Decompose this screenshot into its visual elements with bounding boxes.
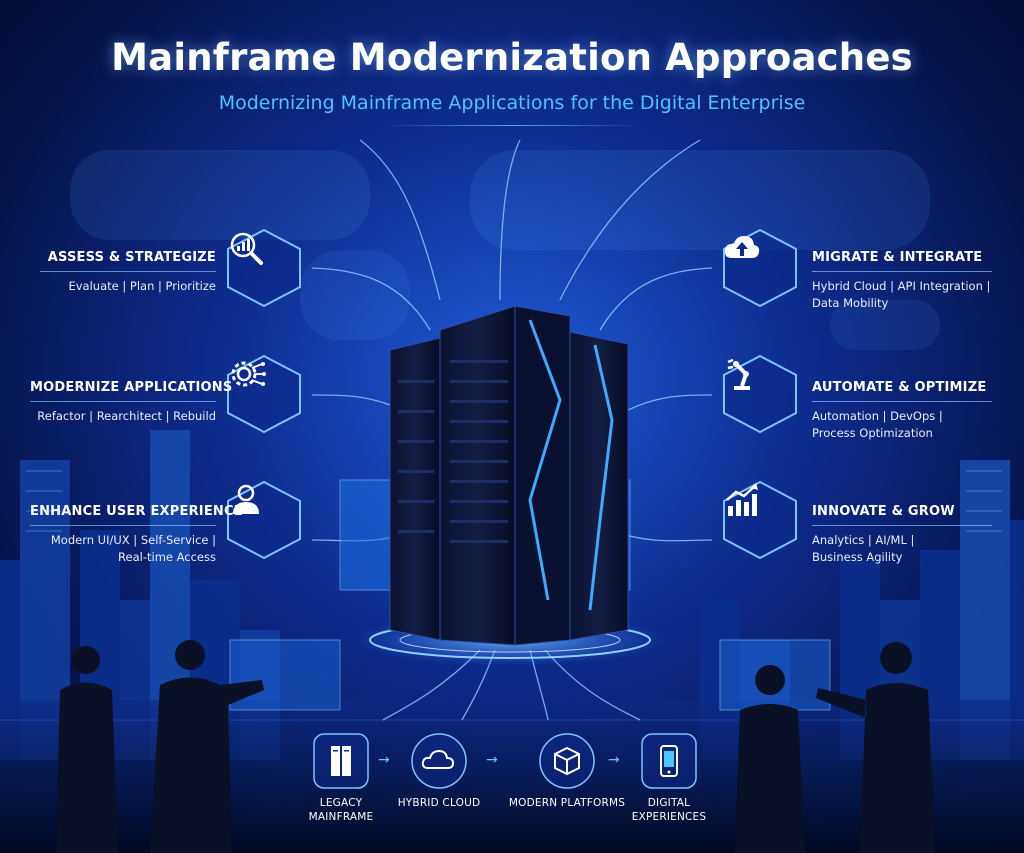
approach-innovate-label: INNOVATE & GROW Analytics | AI/ML |Busin… — [812, 504, 992, 566]
flow-node-digital-experiences — [641, 733, 697, 789]
cube-icon — [554, 746, 580, 776]
approach-title: INNOVATE & GROW — [812, 504, 992, 526]
approach-detail: Modern UI/UX | Self-Service |Real-time A… — [50, 533, 216, 564]
gear-circuit-icon — [231, 361, 266, 387]
smartphone-icon — [660, 745, 678, 777]
flow-label-modern-platforms: MODERN PLATFORMS — [508, 797, 626, 809]
flow-arrow: → — [608, 752, 620, 768]
cloud-upload-icon — [724, 236, 760, 258]
growth-chart-icon — [726, 483, 758, 516]
flow-arrow: → — [378, 752, 390, 768]
subtitle-underline — [382, 125, 642, 126]
approach-detail: Refactor | Rearchitect | Rebuild — [37, 409, 216, 423]
approach-detail: Evaluate | Plan | Prioritize — [68, 279, 216, 293]
approach-migrate-label: MIGRATE & INTEGRATE Hybrid Cloud | API I… — [812, 250, 992, 312]
approach-assess-node — [226, 228, 302, 308]
approach-modernize-label: MODERNIZE APPLICATIONS Refactor | Rearch… — [30, 380, 232, 425]
robot-arm-icon — [727, 358, 750, 390]
approach-innovate-node — [722, 480, 798, 560]
cloud-icon — [421, 749, 455, 769]
user-icon — [233, 484, 259, 514]
flow-node-modern-platforms — [539, 733, 595, 789]
approach-ux-label: ENHANCE USER EXPERIENCE Modern UI/UX | S… — [30, 504, 243, 566]
flow-arrow: → — [486, 752, 498, 768]
page-title: Mainframe Modernization Approaches — [111, 36, 913, 79]
people-silhouettes — [56, 640, 935, 853]
approach-migrate-node — [722, 228, 798, 308]
flow-node-legacy — [313, 733, 369, 789]
flow-node-hybrid-cloud — [411, 733, 467, 789]
approach-detail: Hybrid Cloud | API Integration |Data Mob… — [812, 279, 991, 310]
approach-automate-node — [722, 354, 798, 434]
approach-title: MIGRATE & INTEGRATE — [812, 250, 992, 272]
approach-title: ASSESS & STRATEGIZE — [40, 250, 216, 272]
approach-title: AUTOMATE & OPTIMIZE — [812, 380, 992, 402]
approach-assess-label: ASSESS & STRATEGIZE Evaluate | Plan | Pr… — [40, 250, 216, 295]
approach-title: MODERNIZE APPLICATIONS — [30, 380, 232, 402]
approach-detail: Automation | DevOps |Process Optimizatio… — [812, 409, 943, 440]
approach-title: ENHANCE USER EXPERIENCE — [30, 504, 243, 526]
approach-ux-node — [226, 480, 302, 560]
world-map-dots — [70, 150, 940, 350]
approach-detail: Analytics | AI/ML |Business Agility — [812, 533, 915, 564]
magnifier-chart-icon — [230, 232, 263, 265]
server-icon — [331, 746, 351, 776]
flow-label-hybrid-cloud: HYBRID CLOUD — [397, 797, 481, 809]
approach-modernize-node — [226, 354, 302, 434]
page-subtitle: Modernizing Mainframe Applications for t… — [218, 92, 806, 114]
mainframe-server — [389, 305, 629, 646]
approach-automate-label: AUTOMATE & OPTIMIZE Automation | DevOps … — [812, 380, 992, 442]
